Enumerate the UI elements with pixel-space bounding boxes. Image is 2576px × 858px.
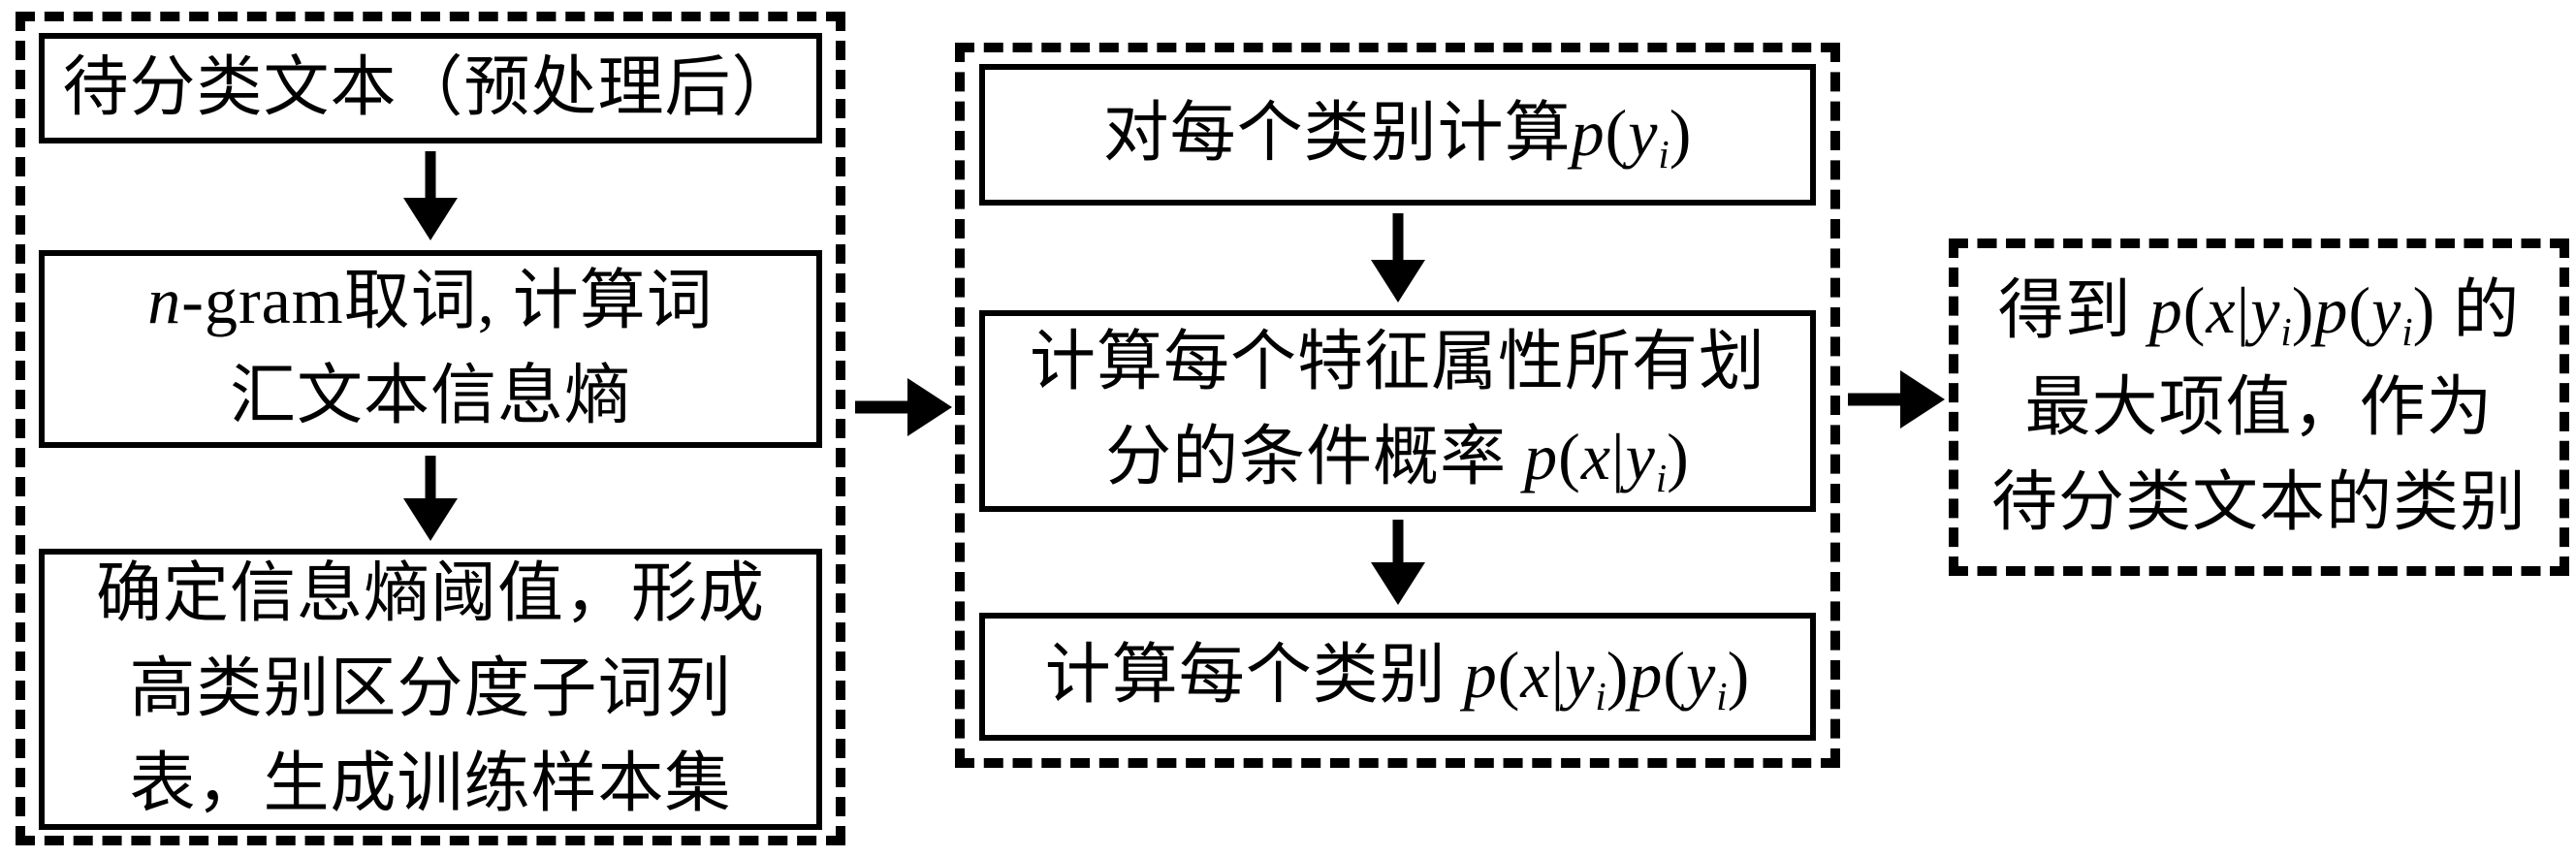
math-segment: n — [147, 264, 182, 338]
math-segment: i — [1595, 674, 1606, 718]
math-segment: i — [1716, 674, 1728, 718]
text-line: n-gram取词, 计算词 — [147, 254, 713, 349]
math-segment: ( — [1558, 419, 1581, 493]
stage2-container — [955, 43, 1840, 768]
stage1-container — [16, 12, 845, 845]
math-segment: x — [1520, 637, 1551, 712]
text-line: 计算每个类别 p(x|yi)p(yi) — [1045, 628, 1751, 726]
math-segment: i — [1658, 132, 1670, 176]
text-line: 高类别区分度子词列 — [129, 642, 731, 737]
math-segment: ( — [2348, 272, 2372, 347]
arrow-down-icon — [1369, 213, 1427, 302]
text-segment: 计算词 — [512, 264, 714, 338]
text-line: 计算每个特征属性所有划 — [1030, 315, 1765, 410]
math-segment: | — [1611, 419, 1626, 493]
text-line: 汇文本信息熵 — [230, 349, 631, 444]
math-segment: i — [1655, 456, 1668, 500]
arrow-right-icon — [1848, 369, 1945, 429]
text-line: 待分类文本（预处理后） — [62, 41, 798, 136]
arrow-shaft — [1392, 520, 1404, 568]
text-segment: 计算每个特征属性所有划 — [1029, 324, 1765, 398]
entropy-threshold-box: 确定信息熵阈值，形成高类别区分度子词列表，生成训练样本集 — [39, 549, 822, 830]
math-segment: y — [1686, 637, 1717, 712]
text-segment: 确定信息熵阈值，形成 — [95, 556, 765, 631]
math-segment: p — [1571, 95, 1606, 170]
text-segment: 得到 — [1997, 272, 2149, 347]
math-segment: | — [1550, 637, 1566, 712]
text-line: 分的条件概率 p(x|yi) — [1105, 410, 1690, 508]
arrow-down-icon — [401, 456, 460, 541]
text-segment: 高类别区分度子词列 — [129, 651, 732, 726]
math-segment: y — [2371, 272, 2402, 347]
math-segment: p — [1463, 637, 1498, 712]
arrow-head — [1371, 562, 1425, 605]
preprocess-text-box: 待分类文本（预处理后） — [39, 33, 822, 143]
math-segment: x — [1580, 419, 1612, 493]
math-segment: p — [1524, 419, 1559, 493]
arrow-shaft — [425, 456, 436, 504]
math-segment: ( — [2182, 272, 2207, 347]
arrow-head — [403, 498, 458, 541]
text-segment: 取词 — [343, 264, 478, 338]
math-segment: ( — [1497, 637, 1521, 712]
prior-probability-box: 对每个类别计算p(yi) — [979, 64, 1816, 206]
text-segment: 待分类文本（预处理后） — [62, 50, 799, 125]
math-segment: y — [1625, 419, 1656, 493]
math-segment: | — [2236, 272, 2251, 347]
math-segment: , — [477, 264, 513, 338]
text-line: 得到 p(x|yi)p(yi) 的 — [1998, 264, 2521, 362]
text-segment: 的 — [2435, 272, 2521, 347]
arrow-down-icon — [1369, 520, 1427, 605]
math-segment: ) — [1669, 95, 1693, 170]
arrow-shaft — [1392, 213, 1404, 266]
text-line: 对每个类别计算p(yi) — [1103, 86, 1693, 184]
arrow-head — [1371, 260, 1425, 302]
math-segment: ) — [2291, 272, 2315, 347]
arrow-head — [403, 198, 458, 240]
text-segment: 汇文本信息熵 — [229, 359, 631, 432]
math-segment: -gram — [181, 264, 344, 338]
arrow-shaft — [855, 400, 917, 414]
math-segment: p — [1629, 637, 1664, 712]
text-segment: 最大项值，作为 — [2024, 370, 2494, 445]
math-segment: y — [1565, 637, 1596, 712]
arrow-shaft — [1848, 393, 1910, 406]
arrow-shaft — [425, 151, 436, 204]
text-segment: 分的条件概率 — [1105, 419, 1525, 493]
posterior-product-box: 计算每个类别 p(x|yi)p(yi) — [979, 613, 1816, 741]
math-segment: y — [2250, 272, 2281, 347]
text-line: 最大项值，作为 — [2024, 361, 2493, 456]
math-segment: p — [2314, 272, 2349, 347]
math-segment: ) — [1667, 419, 1690, 493]
math-segment: ) — [1606, 637, 1630, 712]
conditional-probability-box: 计算每个特征属性所有划分的条件概率 p(x|yi) — [979, 310, 1816, 512]
text-line: 确定信息熵阈值，形成 — [96, 547, 765, 642]
ngram-entropy-box: n-gram取词, 计算词汇文本信息熵 — [39, 250, 822, 448]
math-segment: i — [2280, 309, 2292, 354]
text-segment: 计算每个类别 — [1044, 637, 1464, 712]
arrow-right-icon — [855, 377, 952, 437]
math-segment: p — [2148, 272, 2183, 347]
text-segment: 待分类文本的类别 — [1990, 465, 2527, 540]
text-line: 待分类文本的类别 — [1991, 456, 2527, 551]
math-segment: x — [2206, 272, 2237, 347]
math-segment: ( — [1663, 637, 1687, 712]
text-line: 表，生成训练样本集 — [129, 737, 731, 832]
arrow-down-icon — [401, 151, 460, 240]
arrow-head — [1900, 370, 1945, 429]
classification-result-box: 得到 p(x|yi)p(yi) 的最大项值，作为待分类文本的类别 — [1949, 238, 2569, 576]
math-segment: y — [1628, 95, 1659, 170]
math-segment: ( — [1605, 95, 1629, 170]
math-segment: ) — [2412, 272, 2436, 347]
arrow-head — [907, 378, 952, 436]
text-segment: 表，生成训练样本集 — [129, 746, 732, 820]
math-segment: ) — [1727, 637, 1751, 712]
text-segment: 对每个类别计算 — [1102, 95, 1572, 170]
math-segment: i — [2401, 309, 2413, 354]
